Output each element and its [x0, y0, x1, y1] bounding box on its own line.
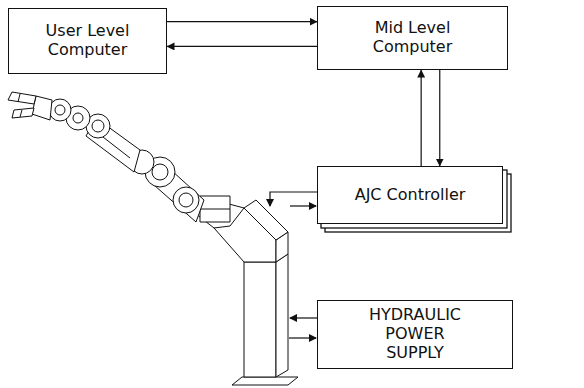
connector-arrow	[421, 70, 422, 166]
controller-box: AJC Controller	[317, 166, 503, 224]
connector-arrow	[167, 46, 317, 47]
gripper-finger	[8, 92, 36, 104]
feedback-wire	[290, 205, 316, 206]
robot-arm	[8, 92, 298, 385]
box-label: AJC Controller	[355, 186, 466, 205]
computer-box: User Level Computer	[8, 8, 167, 74]
connector-arrow	[167, 21, 317, 22]
signal-wires	[270, 192, 317, 338]
column-side	[276, 254, 288, 377]
forearm	[86, 118, 140, 172]
hydraulic-line	[289, 337, 316, 338]
control-wire	[270, 192, 317, 206]
hydraulic-line	[290, 317, 317, 318]
box-label: HYDRAULIC POWER SUPPLY	[355, 306, 475, 363]
computer-box: Mid Level Computer	[317, 6, 508, 70]
base-plate	[232, 377, 298, 385]
column-front	[244, 262, 276, 377]
box-label: Mid Level Computer	[353, 19, 473, 57]
gripper-finger	[12, 108, 34, 118]
power-supply-box: HYDRAULIC POWER SUPPLY	[317, 300, 513, 369]
connector-arrow	[439, 70, 440, 166]
box-label: User Level Computer	[23, 22, 153, 60]
